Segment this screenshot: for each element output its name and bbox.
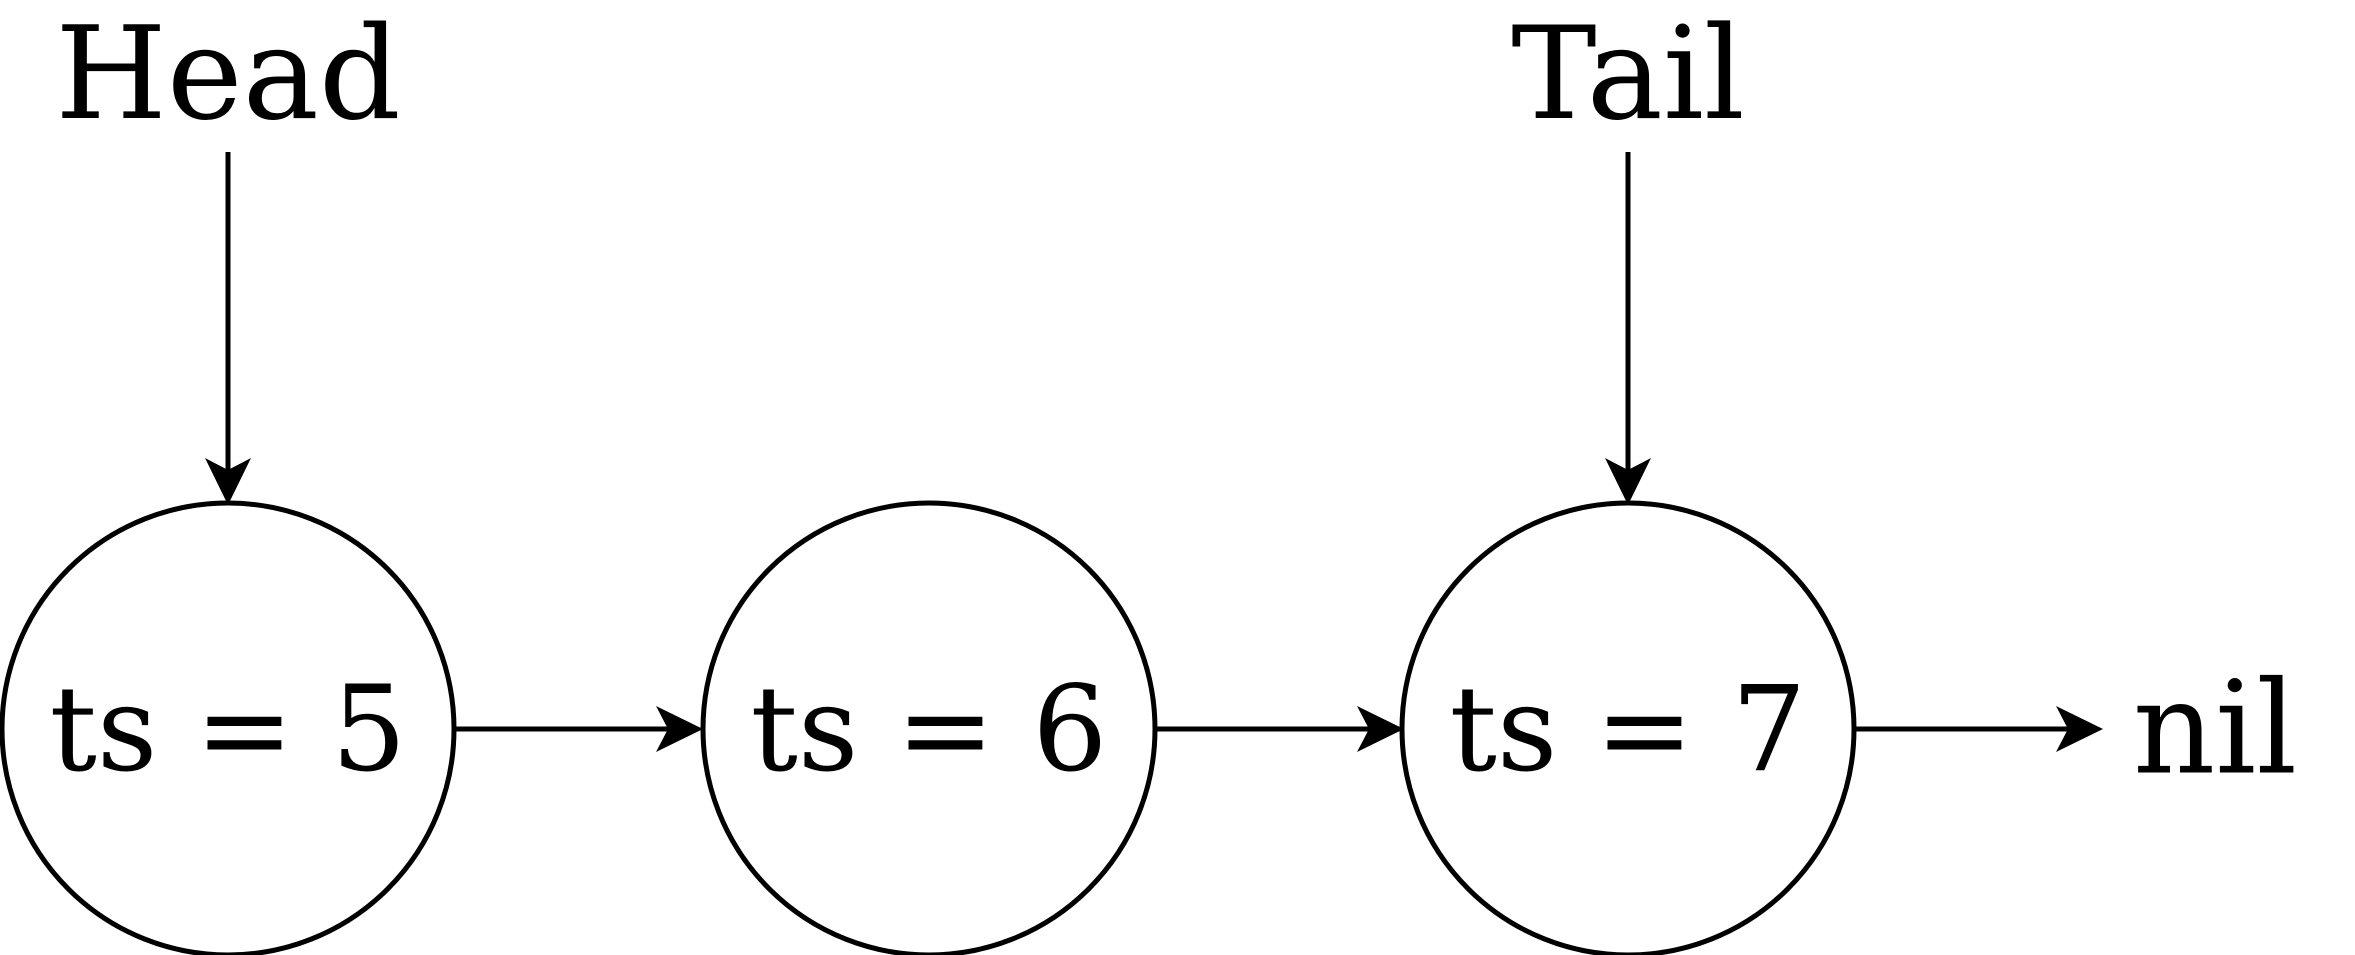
node-label: ts = 7 (1450, 660, 1807, 798)
head-label: Head (55, 0, 401, 149)
next-arrowhead (1357, 706, 1404, 752)
tail-arrowhead (1605, 458, 1651, 505)
next-arrowhead (2056, 706, 2103, 752)
nil-terminator: nil (2133, 655, 2297, 804)
next-link (1155, 706, 1404, 752)
next-arrowhead (656, 706, 703, 752)
tail-label: Tail (1511, 0, 1745, 149)
next-link-nil (1854, 706, 2103, 752)
list-node: ts = 7 (1399, 500, 1857, 955)
list-node: ts = 6 (700, 500, 1158, 955)
next-link (454, 706, 703, 752)
head-pointer: Head (55, 0, 401, 505)
tail-pointer: Tail (1511, 0, 1745, 505)
list-node: ts = 5 (0, 500, 457, 955)
node-label: ts = 5 (50, 660, 407, 798)
node-label: ts = 6 (751, 660, 1108, 798)
head-arrowhead (205, 458, 251, 505)
